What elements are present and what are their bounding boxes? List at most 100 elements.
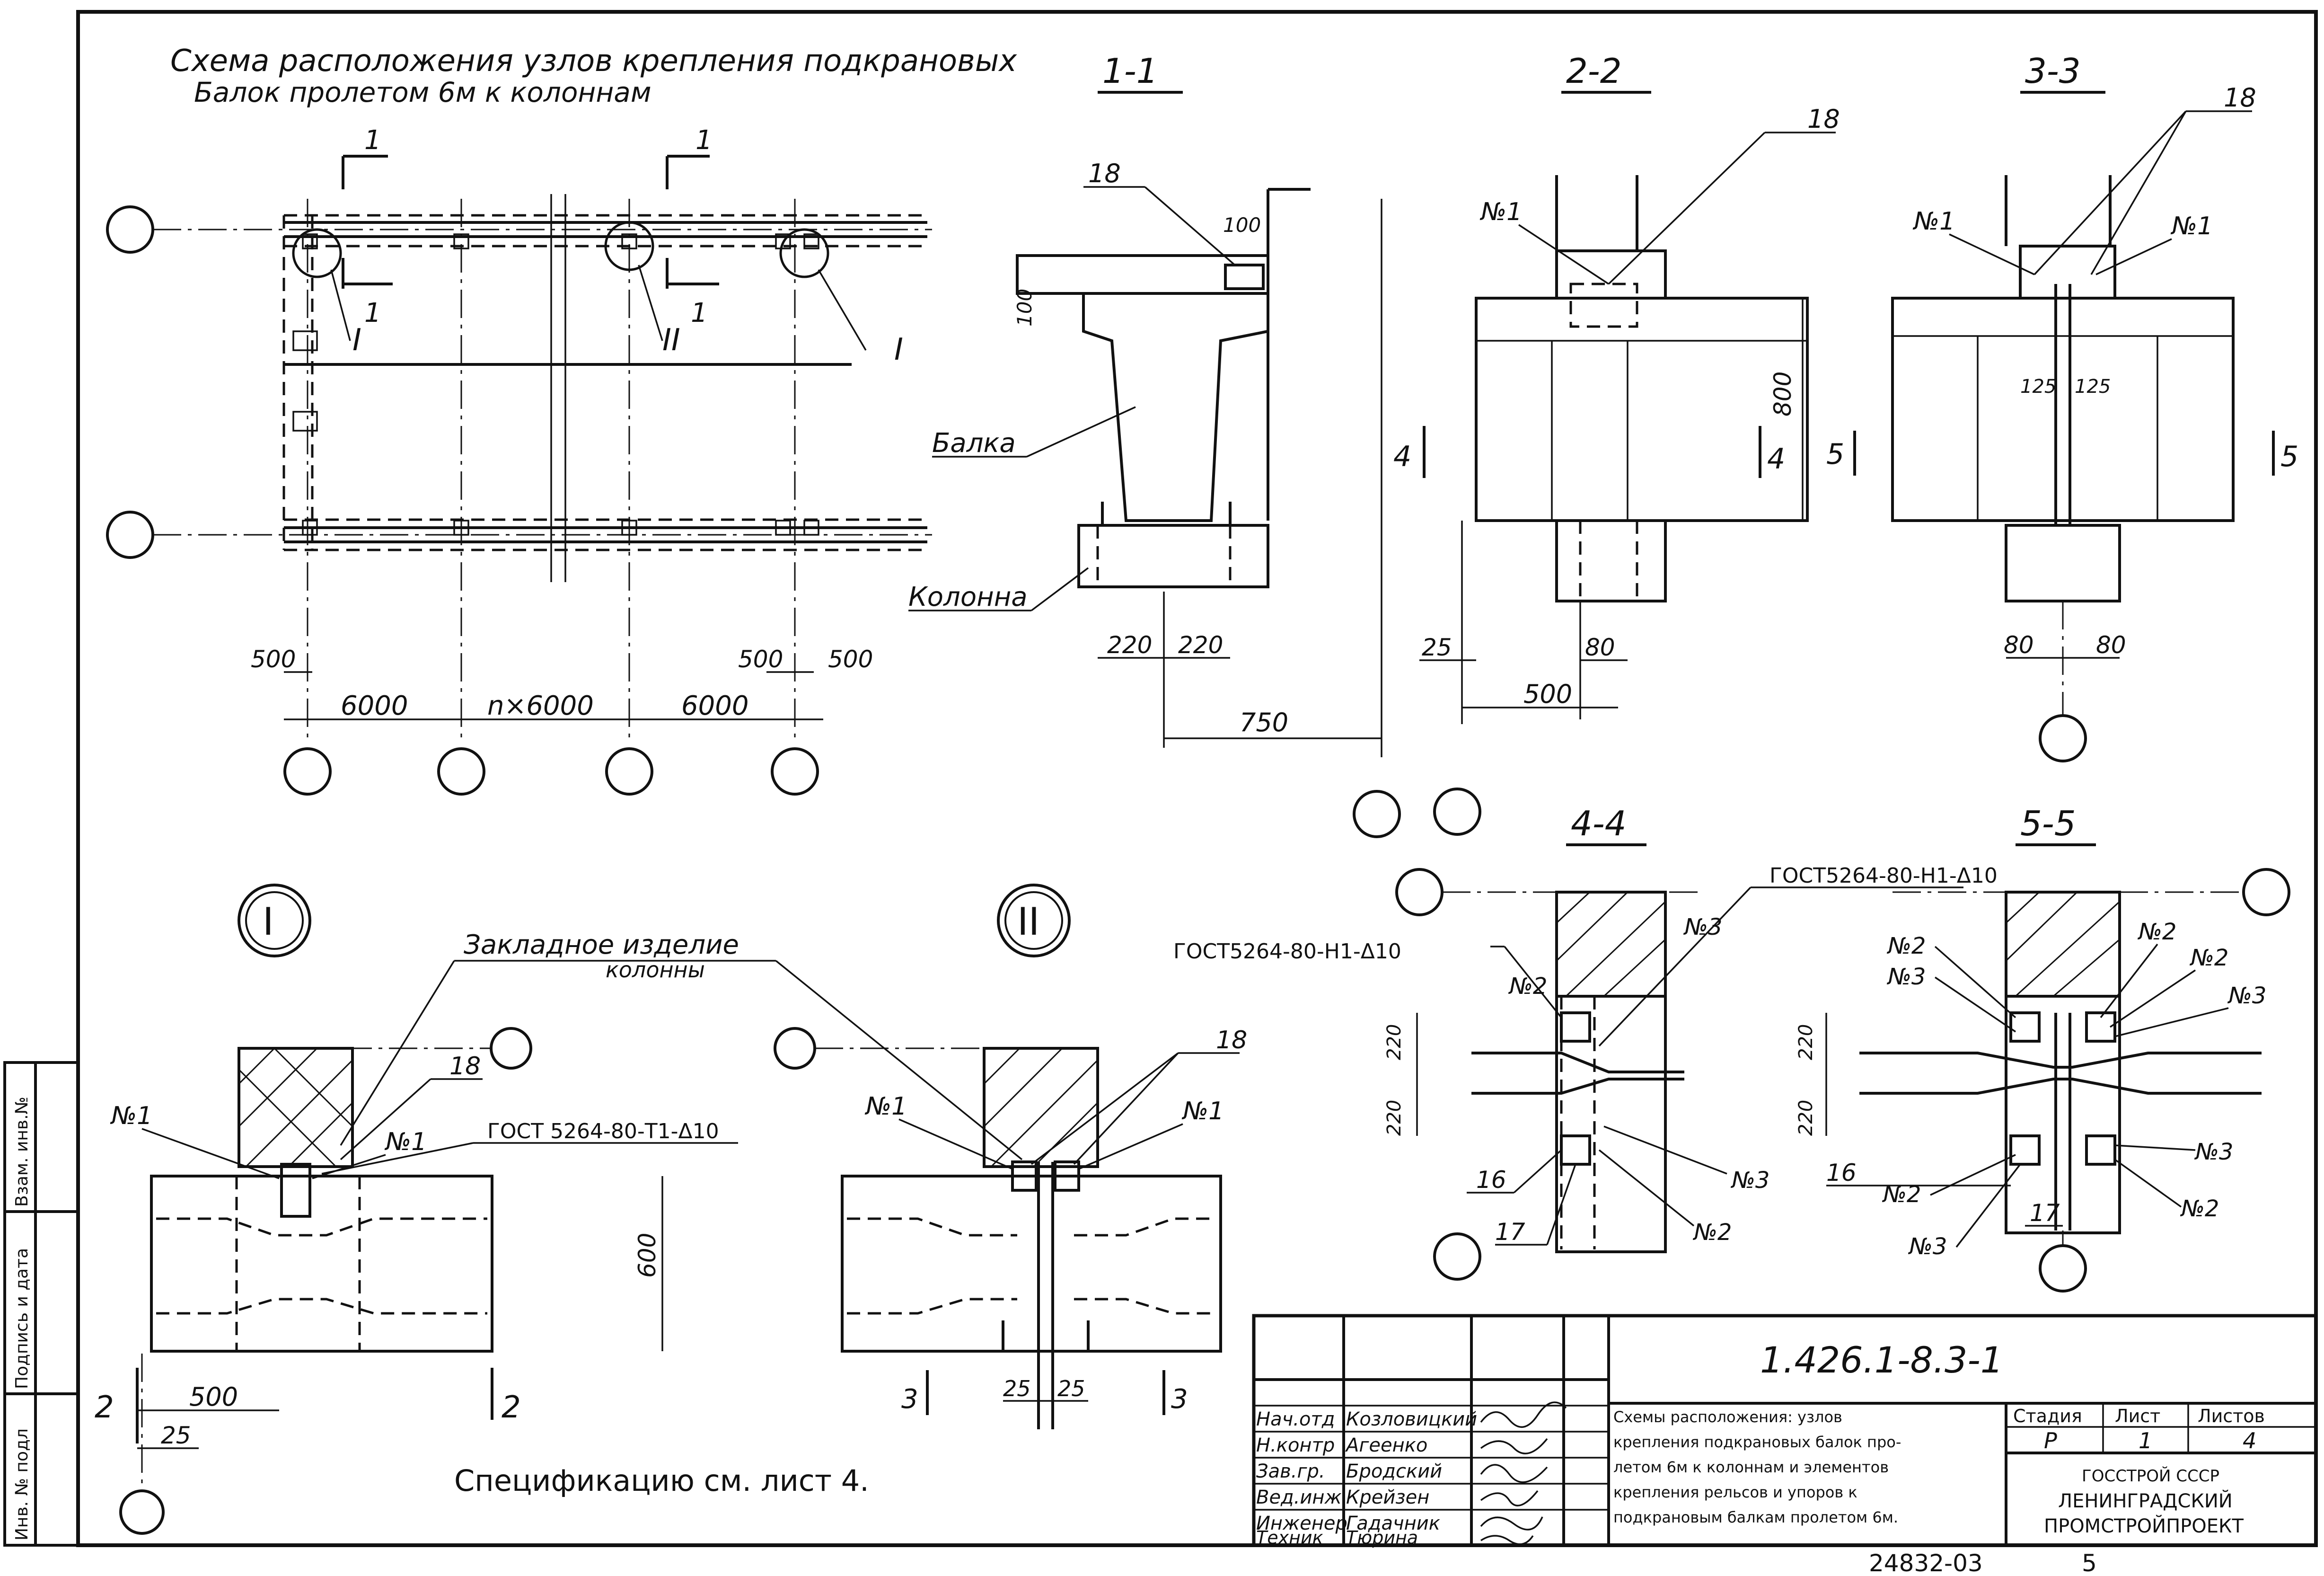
node-II-label: II [1017, 900, 1039, 944]
item-n1-b: №1 [2170, 212, 2213, 240]
cut-mark-2: 2 [502, 1390, 521, 1425]
role-label: Нач.отд [1256, 1408, 1335, 1430]
cut-mark-1: 1 [695, 125, 713, 156]
beam-label: Балка [932, 428, 1016, 459]
stamp-sign-date: Подпись и дата [12, 1248, 32, 1389]
org-line: ЛЕНИНГРАДСКИЙ [2058, 1489, 2233, 1512]
person-name: Агеенко [1345, 1434, 1427, 1456]
node-II-detail: II 18 №1 №1 25 25 3 3 [774, 884, 1247, 1429]
axis-bubble [1353, 790, 1401, 838]
axis-bubble [1433, 1232, 1481, 1281]
item-n2-b: №2 [1692, 1219, 1732, 1246]
dim-nx6000: n×6000 [487, 691, 594, 721]
person-name: Бродский [1346, 1461, 1442, 1482]
dim-800: 800 [1769, 372, 1796, 416]
section-title: 3-3 [2025, 51, 2081, 91]
stage-value: Р [2044, 1428, 2057, 1453]
cut-mark-4: 4 [1767, 443, 1785, 476]
node-label-I: I [894, 332, 903, 367]
role-label: Вед.инж [1256, 1487, 1342, 1508]
node-label-II: II [662, 323, 680, 358]
label-18: 18 [1216, 1026, 1247, 1054]
sheet-frame [76, 10, 2318, 1547]
axis-bubble [106, 205, 154, 254]
gost-weld-b: ГОСТ5264-80-Н1-Δ10 [1769, 864, 1998, 888]
description-line: Схемы расположения: узлов [1613, 1408, 1842, 1426]
item-n2-a: №2 [1508, 973, 1547, 1000]
node-marker [604, 221, 654, 271]
axis-bubble [2039, 1244, 2087, 1293]
dim-500-r2: 500 [828, 646, 873, 673]
dim-25: 25 [1422, 634, 1452, 661]
cut-mark-1: 1 [364, 298, 381, 328]
dim-125-b: 125 [2075, 376, 2111, 398]
crane-beams [282, 214, 927, 551]
stage-label: Стадия [2013, 1406, 2082, 1426]
cut-mark-1: 1 [691, 298, 708, 328]
label-17: 17 [2030, 1199, 2060, 1227]
dim-600: 600 [634, 1233, 661, 1278]
sheet-value: 1 [2139, 1428, 2152, 1453]
specification-note: Спецификацию см. лист 4. [454, 1463, 869, 1498]
sheet-label: Лист [2115, 1406, 2160, 1426]
item-n1-a: №1 [864, 1092, 907, 1121]
drawing-code: 1.426.1-8.3-1 [1760, 1339, 2003, 1381]
node-I-label: I [263, 900, 274, 944]
person-name: Тюрина [1346, 1527, 1418, 1548]
label-18: 18 [449, 1052, 481, 1080]
node-label-I: I [352, 323, 361, 358]
item-n1-a: №1 [110, 1102, 152, 1130]
gost-weld-a: ГОСТ5264-80-Н1-Δ10 [1173, 939, 1401, 964]
cut-mark-1: 1 [364, 125, 381, 156]
description-line: подкрановым балкам пролетом 6м. [1613, 1508, 1898, 1526]
section-3-3: 3-3 18 №1 №1 125 125 5 5 80 80 [1826, 51, 2298, 762]
dim-25-b: 25 [1057, 1376, 1085, 1401]
dim-220-b: 220 [1178, 631, 1223, 659]
role-label: Н.контр [1256, 1434, 1335, 1456]
label-18: 18 [2224, 83, 2256, 113]
dim-125-a: 125 [2020, 376, 2056, 398]
org-line: ПРОМСТРОЙПРОЕКТ [2044, 1514, 2244, 1537]
dim-25: 25 [161, 1422, 191, 1449]
axis-bubble [605, 747, 653, 796]
role-label: Техник [1256, 1527, 1323, 1548]
dim-100-v: 100 [1013, 289, 1036, 327]
axis-bubble [119, 1489, 165, 1535]
section-title: 2-2 [1566, 51, 1622, 91]
plan-title-line2: Балок пролетом 6м к колоннам [194, 76, 651, 108]
gost-weld: ГОСТ 5264-80-Т1-Δ10 [487, 1119, 719, 1143]
item-n2-b: №2 [2137, 919, 2176, 945]
label-18: 18 [1807, 104, 1840, 134]
dim-750: 750 [1240, 708, 1288, 737]
cut-mark-3: 3 [901, 1384, 918, 1415]
axis-bubble [283, 747, 332, 796]
item-n2-a: №2 [1886, 933, 1926, 959]
section-4-4: 4-4 ГОСТ5264-80-Н1-Δ10 ГОСТ5264-80-Н1-Δ1… [1173, 804, 1998, 1281]
node-I-detail: I Закладное изделие колонны 18 №1 №1 ГО [95, 884, 1023, 1535]
item-n3-a: №3 [1886, 964, 1926, 990]
archive-number: 24832-03 [1869, 1549, 1983, 1576]
side-stamp: Инв. № подл Подпись и дата Взам. инв.№ [3, 1061, 79, 1547]
item-n3-b: №3 [1730, 1167, 1769, 1194]
person-name: Крейзен [1346, 1487, 1429, 1508]
label-17: 17 [1495, 1218, 1525, 1246]
cut-mark-5: 5 [2280, 440, 2298, 473]
item-n1-b: №1 [384, 1128, 427, 1156]
dim-25-a: 25 [1003, 1376, 1031, 1401]
dim-220-b: 220 [1795, 1100, 1817, 1136]
node-marker [292, 228, 342, 278]
dim-80: 80 [1585, 634, 1615, 661]
role-label: Инженер [1256, 1513, 1347, 1534]
plan-title-line1: Схема расположения узлов крепления подкр… [170, 44, 1017, 79]
signature-marks [1480, 1401, 1567, 1545]
dim-6000-b: 6000 [681, 691, 749, 721]
dim-220-a: 220 [1795, 1024, 1817, 1060]
section-title: 1-1 [1102, 51, 1158, 91]
dim-220-a: 220 [1383, 1024, 1405, 1060]
axis-bubble [437, 747, 485, 796]
dim-500-r1: 500 [738, 646, 783, 673]
description-line: крепления подкрановых балок про- [1613, 1433, 1901, 1451]
column-label: Колонна [908, 582, 1028, 612]
item-n2-d: №2 [2180, 1195, 2219, 1222]
